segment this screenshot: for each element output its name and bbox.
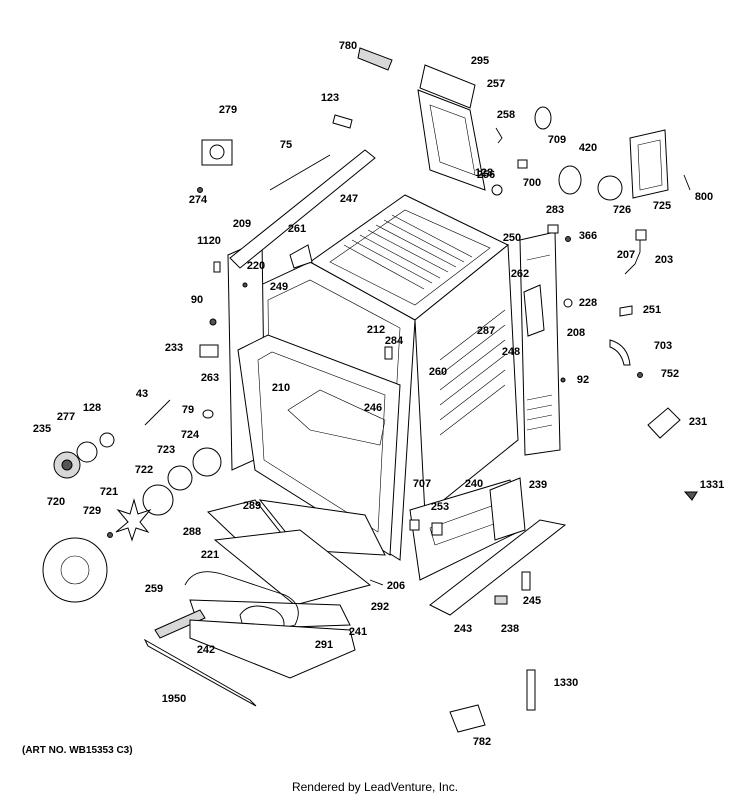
part-label-709: 709 [548,134,566,146]
part-label-242: 242 [197,644,215,656]
part-label-782: 782 [473,736,491,748]
part-label-261: 261 [288,223,306,235]
part-label-241: 241 [349,626,367,638]
part-label-238: 238 [501,623,519,635]
part-label-1330: 1330 [554,677,578,689]
part-label-249: 249 [270,281,288,293]
part-label-707: 707 [413,478,431,490]
part-label-221: 221 [201,549,219,561]
part-label-288: 288 [183,526,201,538]
part-label-246: 246 [364,402,382,414]
part-label-295: 295 [471,55,489,67]
part-label-722: 722 [135,464,153,476]
part-label-239: 239 [529,479,547,491]
part-label-725: 725 [653,200,671,212]
back-duct [417,64,486,191]
part-label-233: 233 [165,342,183,354]
part-label-723: 723 [157,444,175,456]
part-label-75: 75 [280,139,292,151]
part-label-245: 245 [523,595,541,607]
part-label-1950: 1950 [162,693,186,705]
part-label-203: 203 [655,254,673,266]
part-label-291: 291 [315,639,333,651]
part-label-231: 231 [689,416,707,428]
part-label-1331: 1331 [700,479,724,491]
part-label-721: 721 [100,486,118,498]
part-label-128: 128 [475,167,493,179]
part-label-1120: 1120 [197,235,221,247]
part-label-287: 287 [477,325,495,337]
part-label-220: 220 [247,260,265,272]
part-label-92: 92 [577,374,589,386]
part-label-243: 243 [454,623,472,635]
part-label-248: 248 [502,346,520,358]
part-label-228: 228 [579,297,597,309]
part-label-366: 366 [579,230,597,242]
part-label-700: 700 [523,177,541,189]
lower-side-panels [409,477,567,616]
part-label-279: 279 [219,104,237,116]
part-label-250: 250 [503,232,521,244]
part-label-292: 292 [371,601,389,613]
part-label-726: 726 [613,204,631,216]
render-credit: Rendered by LeadVenture, Inc. [291,780,459,794]
part-label-251: 251 [643,304,661,316]
part-label-257: 257 [487,78,505,90]
part-label-752: 752 [661,368,679,380]
part-label-274: 274 [189,194,208,206]
part-label-720: 720 [47,496,65,508]
part-label-209: 209 [233,218,251,230]
part-label-43: 43 [136,388,148,400]
part-label-90: 90 [191,294,203,306]
part-label-284: 284 [385,335,404,347]
part-label-128: 128 [83,402,101,414]
part-label-123: 123 [321,92,339,104]
part-label-260: 260 [429,366,447,378]
part-label-800: 800 [695,191,713,203]
part-label-729: 729 [83,505,101,517]
part-label-207: 207 [617,249,635,261]
part-label-263: 263 [201,372,219,384]
part-label-256: 256 [477,169,495,181]
part-label-277: 277 [57,411,75,423]
part-label-724: 724 [181,429,200,441]
part-label-235: 235 [33,423,51,435]
part-label-259: 259 [145,583,163,595]
part-label-283: 283 [546,204,564,216]
part-label-79: 79 [182,404,194,416]
part-label-258: 258 [497,109,515,121]
part-label-289: 289 [243,500,261,512]
part-label-703: 703 [654,340,672,352]
art-number: (ART NO. WB15353 C3) [22,745,133,756]
part-label-240: 240 [465,478,483,490]
part-label-247: 247 [340,193,358,205]
bottom-assembly [143,499,386,707]
part-label-253: 253 [431,501,449,513]
part-label-210: 210 [272,382,290,394]
part-label-208: 208 [567,327,585,339]
small-parts [42,47,698,733]
part-label-206: 206 [387,580,405,592]
part-label-420: 420 [579,142,597,154]
oven-cavity-body [227,149,561,561]
part-label-262: 262 [511,268,529,280]
part-label-212: 212 [367,324,385,336]
part-label-780: 780 [339,40,357,52]
